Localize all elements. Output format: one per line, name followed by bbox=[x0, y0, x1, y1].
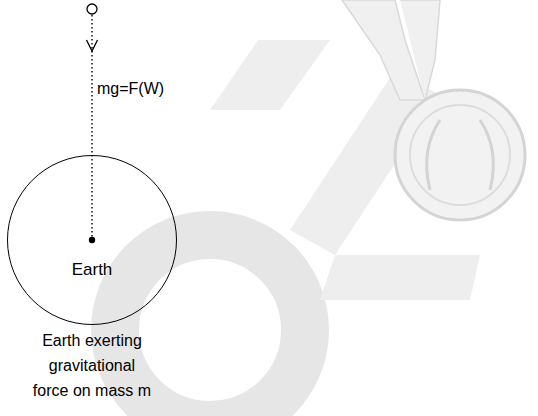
caption: Earth exerting gravitational force on ma… bbox=[30, 328, 155, 403]
planet-name: Earth bbox=[8, 260, 176, 280]
arrow-head bbox=[87, 40, 98, 51]
centre-dot bbox=[89, 237, 95, 243]
mass-point bbox=[87, 4, 97, 14]
force-label: mg=F(W) bbox=[97, 80, 164, 98]
watermark bbox=[115, 0, 525, 416]
earth-circle: Earth bbox=[7, 155, 177, 325]
